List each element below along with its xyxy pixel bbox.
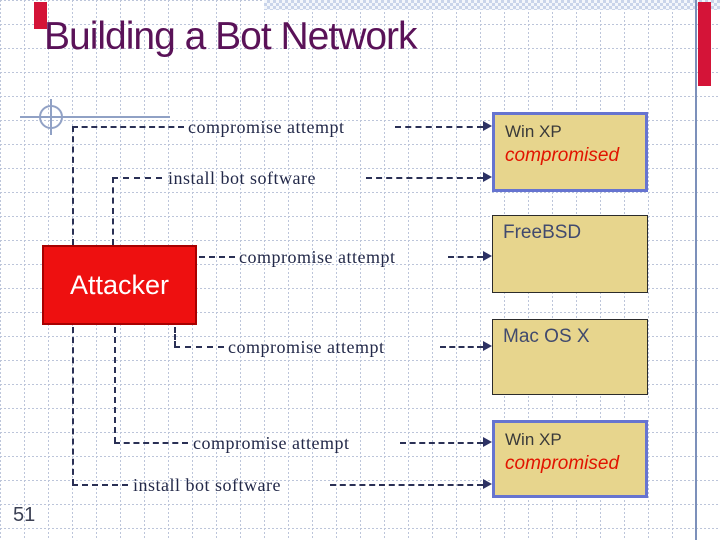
connector-dash: [174, 346, 224, 348]
connector-dash: [112, 177, 162, 179]
connector-dash: [366, 177, 483, 179]
connector-dash: [72, 484, 128, 486]
connector-dash: [174, 327, 176, 347]
connector-dash: [440, 346, 483, 348]
connector-dash: [114, 327, 116, 443]
target-box-winxp-top: Win XP compromised: [492, 112, 648, 192]
arrow-right-icon: [483, 479, 492, 489]
target-os-name: Mac OS X: [503, 326, 590, 347]
target-box-winxp-bottom: Win XP compromised: [492, 420, 648, 498]
target-os-name: FreeBSD: [503, 222, 582, 243]
target-box-freebsd: FreeBSD: [492, 215, 648, 293]
connector-dash: [72, 126, 184, 128]
target-os-name: Win XP: [505, 122, 562, 141]
arrow-right-icon: [483, 341, 492, 351]
connector-dash: [72, 126, 74, 245]
compass-horizontal-line: [20, 116, 170, 118]
connector-label: compromise attempt: [188, 117, 345, 137]
target-os-name: Win XP: [505, 430, 562, 449]
attacker-label: Attacker: [69, 269, 170, 300]
connector-label: install bot software: [168, 168, 316, 188]
right-margin-line: [695, 0, 697, 540]
arrow-right-icon: [483, 251, 492, 261]
checkered-top-band: [264, 0, 720, 10]
slide-title: Building a Bot Network: [44, 15, 418, 58]
red-accent-bar-left: [34, 2, 47, 29]
connector-label: compromise attempt: [193, 433, 350, 453]
target-box-macosx: Mac OS X: [492, 319, 648, 395]
connector-dash: [330, 484, 483, 486]
connector-dash: [395, 126, 483, 128]
connector-dash: [72, 327, 74, 485]
connector-dash: [400, 442, 483, 444]
connector-dash: [448, 256, 483, 258]
attacker-box: Attacker: [42, 245, 197, 325]
connector-dash: [112, 177, 114, 245]
connector-label: install bot software: [133, 475, 281, 495]
page-number: 51: [13, 504, 36, 526]
target-status: compromised: [505, 453, 620, 474]
connector-dash: [114, 442, 188, 444]
arrow-right-icon: [483, 437, 492, 447]
arrow-right-icon: [483, 121, 492, 131]
connector-label: compromise attempt: [228, 337, 385, 357]
arrow-right-icon: [483, 172, 492, 182]
connector-label: compromise attempt: [239, 247, 396, 267]
compass-icon: [39, 105, 63, 129]
target-status: compromised: [505, 145, 620, 166]
connector-dash: [199, 256, 235, 258]
red-accent-bar-right: [698, 2, 711, 86]
